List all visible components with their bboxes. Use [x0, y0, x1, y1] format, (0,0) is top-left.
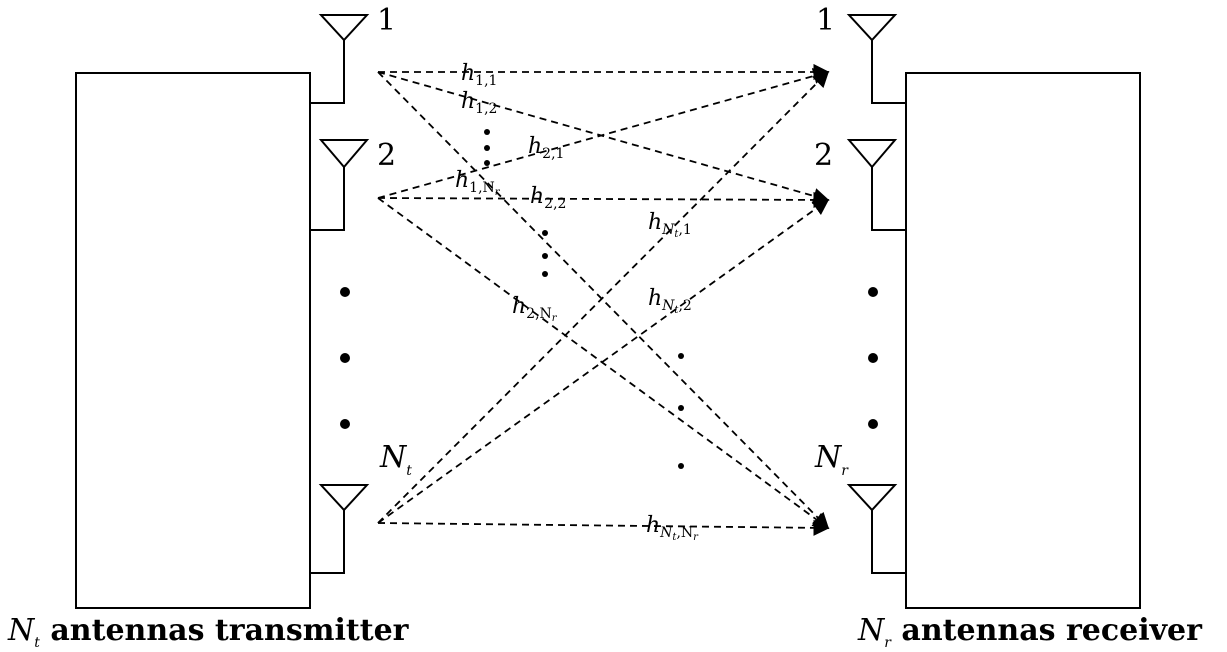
rx-antenna-1: [846, 14, 906, 104]
tx-ellipsis: [340, 287, 350, 429]
link-nt-2: [377, 199, 830, 524]
tx-antenna-1: [310, 14, 370, 104]
tx-antenna-nt: [310, 484, 370, 574]
rx-label-2: 2: [814, 138, 833, 173]
link-nt-1: [377, 70, 830, 524]
channel-ellipsis: [484, 129, 684, 469]
channel-label-h21: h2,1: [528, 134, 564, 162]
receiver-caption: Nr antennas receiver: [857, 613, 1203, 651]
channel-label-hntnr: hNt,Nr: [646, 513, 699, 543]
rx-label-nr: Nr: [814, 440, 849, 479]
link-2-2: [377, 191, 830, 209]
channel-label-h22: h2,2: [530, 184, 566, 212]
transmitter-caption: Nt antennas transmitter: [7, 613, 410, 651]
transmitter-box: [75, 72, 311, 609]
link-2-nr: [377, 197, 830, 529]
channel-label-h2nr: h2,Nr: [512, 294, 558, 324]
link-2-1: [377, 68, 830, 199]
channel-label-h11: h1,1: [461, 61, 497, 89]
rx-antenna-nr: [846, 484, 906, 574]
channel-label-h1nr: h1,Nr: [455, 168, 501, 198]
tx-antenna-2: [310, 139, 370, 231]
rx-label-1: 1: [816, 3, 835, 38]
channel-label-hnt2: hNt,2: [648, 286, 692, 316]
rx-antenna-2: [846, 139, 906, 231]
tx-label-nt: Nt: [379, 440, 412, 479]
link-nt-nr: [377, 519, 830, 536]
receiver-box: [905, 72, 1141, 609]
channel-links: [377, 63, 830, 536]
channel-label-h12: h1,2: [461, 89, 497, 117]
rx-ellipsis: [868, 287, 878, 429]
tx-label-1: 1: [377, 3, 396, 38]
tx-label-2: 2: [377, 138, 396, 173]
link-1-2: [377, 71, 830, 204]
channel-label-hnt1: hNt,1: [648, 210, 692, 240]
link-1-nr: [377, 71, 830, 530]
